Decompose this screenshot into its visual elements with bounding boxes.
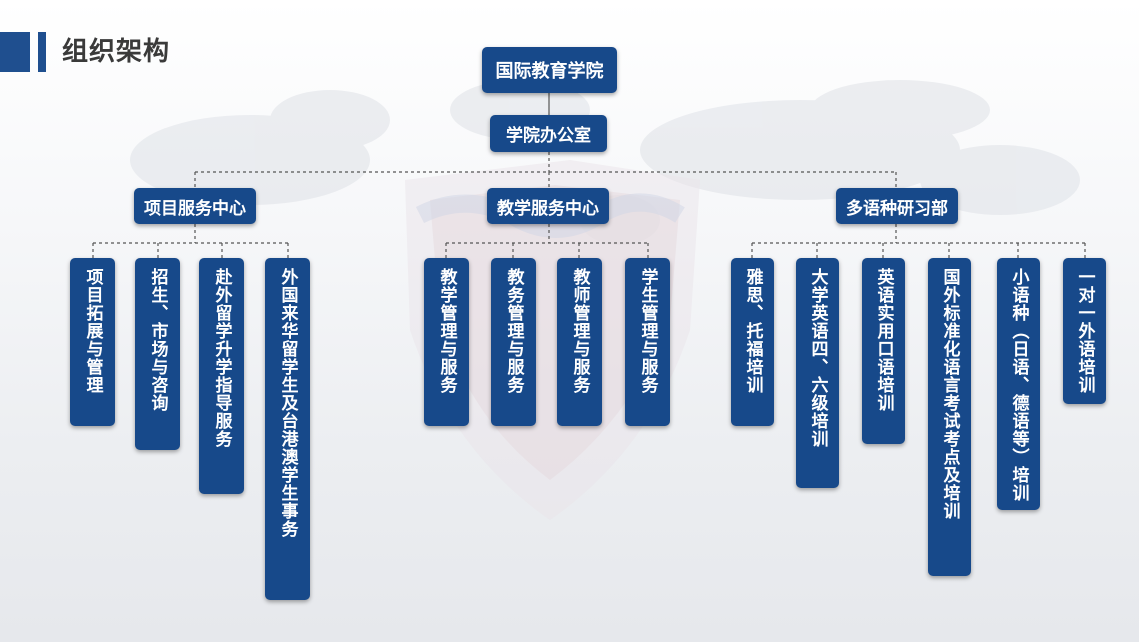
leaf-node: 外国来华留学生及台港澳学生事务 bbox=[265, 258, 310, 600]
root-node: 国际教育学院 bbox=[482, 47, 617, 93]
page-title: 组织架构 bbox=[62, 37, 171, 67]
leaf-node: 英语实用口语培训 bbox=[862, 258, 905, 444]
leaf-node: 一对一外语培训 bbox=[1063, 258, 1106, 404]
office-node: 学院办公室 bbox=[490, 115, 607, 152]
leaf-node: 雅思、托福培训 bbox=[731, 258, 774, 426]
leaf-node: 教师管理与服务 bbox=[557, 258, 602, 426]
title-accent-block bbox=[0, 32, 30, 72]
leaf-node: 教务管理与服务 bbox=[491, 258, 536, 426]
leaf-node: 大学英语四、六级培训 bbox=[796, 258, 839, 488]
leaf-node: 招生、市场与咨询 bbox=[135, 258, 180, 450]
title-accent-stripe bbox=[38, 32, 46, 72]
leaf-node: 项目拓展与管理 bbox=[70, 258, 115, 426]
center-node-multilingual-dept: 多语种研习部 bbox=[836, 188, 958, 224]
leaf-node: 教学管理与服务 bbox=[424, 258, 469, 426]
leaf-node: 国外标准化语言考试考点及培训 bbox=[928, 258, 971, 576]
leaf-node: 赴外留学升学指导服务 bbox=[199, 258, 244, 494]
page-title-bar: 组织架构 bbox=[0, 30, 300, 74]
leaf-node: 学生管理与服务 bbox=[625, 258, 670, 426]
center-node-project-services: 项目服务中心 bbox=[134, 188, 256, 224]
center-node-teaching-services: 教学服务中心 bbox=[487, 188, 609, 224]
leaf-node: 小语种（日语、德语等）培训 bbox=[997, 258, 1040, 510]
